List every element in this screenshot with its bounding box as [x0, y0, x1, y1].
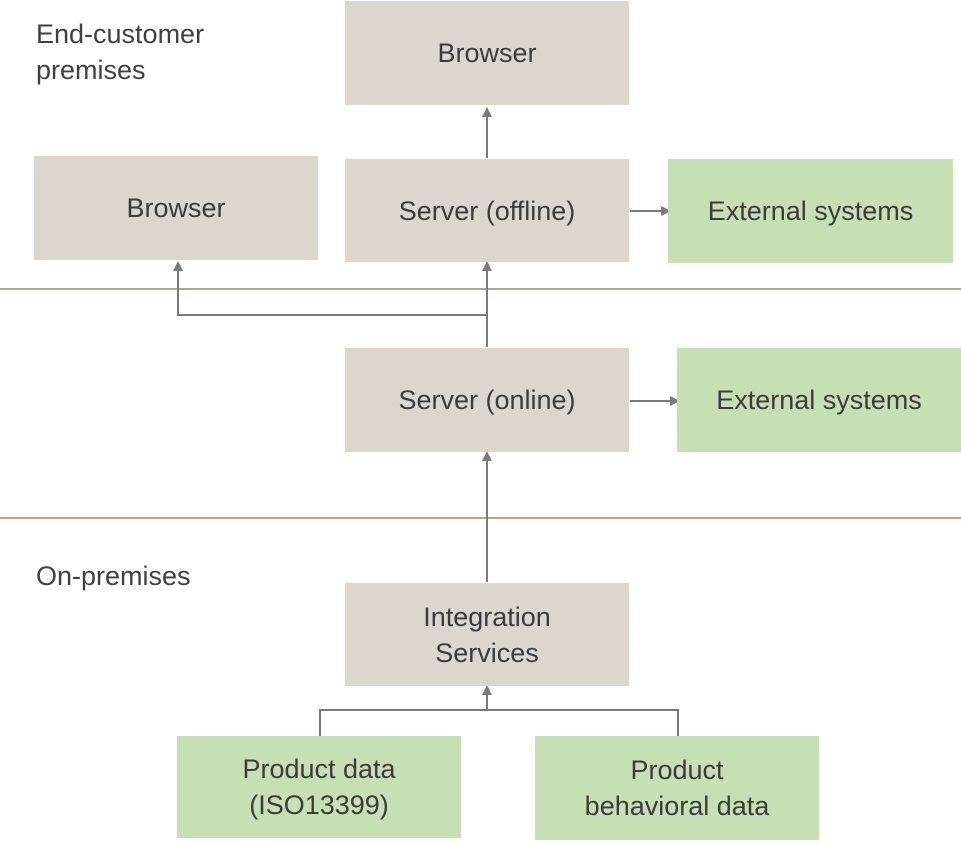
zone-divider-top — [0, 288, 961, 290]
server-offline-box: Server (offline) — [345, 159, 629, 262]
arrow-behavioral-to-integration — [487, 709, 679, 736]
arrow-online-to-browser-left — [173, 261, 487, 316]
product-behavioral-data-box: Product behavioral data — [535, 736, 819, 840]
zone-label-on-premises: On-premises — [36, 561, 191, 591]
browser-left-box: Browser — [34, 156, 318, 260]
external-systems-online-box: External systems — [677, 348, 961, 452]
external-systems-offline-box: External systems — [668, 159, 953, 263]
zone-divider-bottom — [0, 517, 961, 519]
product-data-box: Product data (ISO13399) — [177, 736, 461, 838]
browser-top-box: Browser — [345, 1, 629, 105]
server-online-box: Server (online) — [345, 348, 629, 452]
arrow-product-data-to-integration — [319, 709, 487, 736]
integration-services-box: Integration Services — [345, 583, 629, 686]
zone-label-end-customer: End-customer premises — [36, 19, 205, 85]
